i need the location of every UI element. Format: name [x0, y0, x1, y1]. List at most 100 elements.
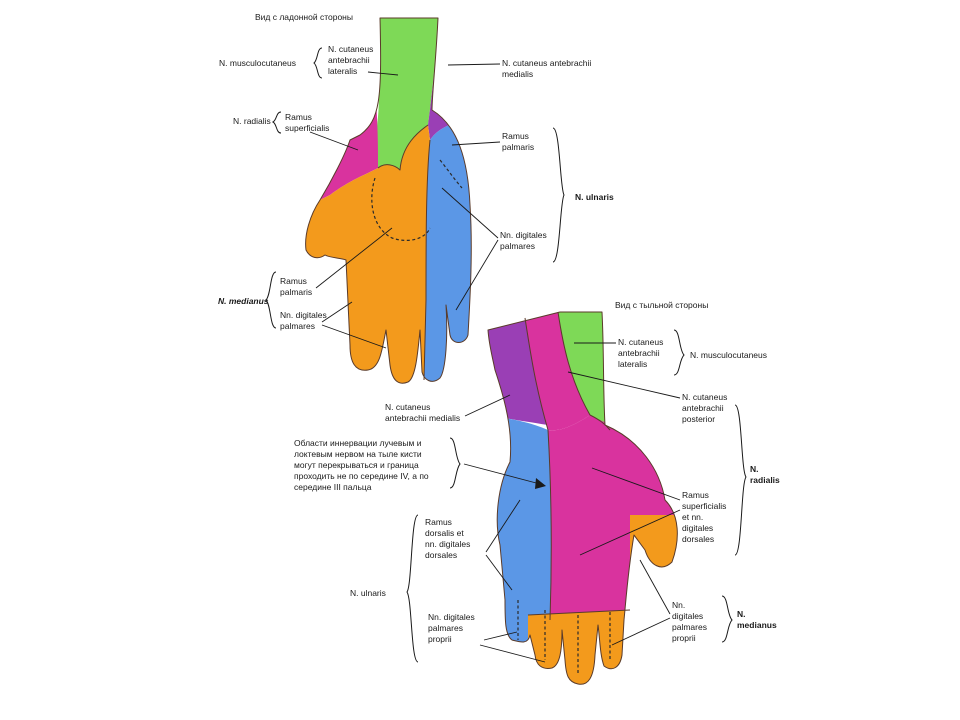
palmar-digitales-med-leader-2 — [321, 324, 387, 349]
dorsal-n-radialis-2: radialis — [750, 475, 780, 485]
palmar-cut-lat-3: lateralis — [328, 66, 357, 76]
dorsal-ramus-sup-leader-1 — [591, 467, 681, 501]
palmar-cut-lat-1: N. cutaneus — [328, 44, 373, 54]
dorsal-cut-post-2: antebrachii — [682, 403, 724, 413]
palmar-digitales-med-1: Nn. digitales — [280, 310, 327, 320]
dorsal-musculocutaneus-bracket — [673, 329, 685, 376]
dorsal-lateral-border — [557, 311, 611, 431]
dorsal-n-musculocutaneus: N. musculocutaneus — [690, 350, 767, 360]
palmar-medianus-bracket — [265, 271, 277, 329]
zone-cutaneus-lateralis-dorsal — [558, 312, 610, 430]
palmar-ramus-palmaris-uln-1: Ramus — [502, 131, 529, 141]
palmar-median-branch-dashed — [371, 177, 431, 241]
dorsal-digitales-med-4: proprii — [672, 633, 696, 643]
palmar-ramus-palmaris-med-leader — [315, 227, 393, 289]
palmar-ulnar-branch-dashed — [439, 159, 463, 189]
dorsal-n-medianus-2: medianus — [737, 620, 777, 630]
dorsal-note-3: могут перекрываться и граница — [294, 460, 419, 470]
dorsal-n-ulnaris: N. ulnaris — [350, 588, 386, 598]
dorsal-note-bracket — [449, 437, 461, 489]
dorsal-ramus-sup-1: Ramus — [682, 490, 709, 500]
dorsal-digitales-med-3: palmares — [672, 622, 707, 632]
dorsal-note-1: Области иннервации лучевым и — [294, 438, 422, 448]
palmar-cut-med-2: medialis — [502, 69, 533, 79]
palmar-radialis-bracket — [271, 111, 282, 134]
palmar-ramus-palmaris-uln-leader — [451, 141, 501, 146]
dorsal-digitales-uln-2: palmares — [428, 623, 463, 633]
dorsal-radialis-bracket — [734, 404, 747, 556]
dorsal-digitales-uln-3: proprii — [428, 634, 452, 644]
palmar-ramus-sup-leader — [309, 131, 359, 151]
dorsal-hand — [487, 311, 678, 685]
dorsal-cut-med-2: antebrachii medialis — [385, 413, 460, 423]
dorsal-fingertip-border — [527, 609, 631, 616]
dorsal-digitales-uln-leader-1 — [483, 631, 518, 641]
palmar-digitales-med-2: palmares — [280, 321, 315, 331]
dorsal-ramus-dorsalis-leader-1 — [485, 499, 521, 553]
palmar-ramus-palmaris-med-1: Ramus — [280, 276, 307, 286]
zone-cutaneus-posterior-dorsal — [525, 312, 590, 431]
zone-medianus-thumb-dorsal — [630, 515, 678, 600]
dorsal-n-medianus-1: N. — [737, 609, 746, 619]
dorsal-ramus-dorsalis-2: dorsalis et — [425, 528, 464, 538]
dorsal-note-arrowhead — [535, 478, 546, 489]
palmar-wrist-border — [377, 124, 429, 171]
palmar-digitales-uln-1: Nn. digitales — [500, 230, 547, 240]
dorsal-note-2: локтевым нервом на тыле кисти — [294, 449, 422, 459]
dorsal-cut-post-leader — [567, 371, 681, 399]
palmar-digitales-uln-2: palmares — [500, 241, 535, 251]
dorsal-ramus-dorsalis-1: Ramus — [425, 517, 452, 527]
palmar-ramus-palmaris-med-2: palmaris — [280, 287, 312, 297]
dorsal-cut-post-1: N. cutaneus — [682, 392, 727, 402]
dorsal-ramus-dorsalis-4: dorsales — [425, 550, 457, 560]
palmar-header: Вид с ладонной стороны — [255, 12, 353, 22]
palmar-musculocutaneus-bracket — [313, 47, 323, 79]
zone-ulnaris-palmar — [424, 120, 472, 384]
dorsal-cut-post-3: posterior — [682, 414, 715, 424]
dorsal-ramus-dorsalis-3: nn. digitales — [425, 539, 470, 549]
palmar-ulnaris-bracket — [552, 127, 565, 263]
zone-ulnaris-tip-dorsal — [500, 615, 528, 685]
dorsal-n-radialis-1: N. — [750, 464, 759, 474]
dorsal-cut-lat-3: lateralis — [618, 359, 647, 369]
palmar-n-ulnaris: N. ulnaris — [575, 192, 614, 202]
palmar-digitales-uln-leader-1 — [441, 187, 499, 239]
dorsal-ramus-sup-3: et nn. — [682, 512, 703, 522]
dorsal-cut-lat-2: antebrachii — [618, 348, 660, 358]
dorsal-cut-med-1: N. cutaneus — [385, 402, 430, 412]
palmar-cut-med-leader — [447, 63, 501, 66]
dorsal-ramus-dorsalis-leader-2 — [485, 554, 513, 591]
dorsal-note-arrow-line — [463, 463, 541, 485]
dorsal-ramus-sup-5: dorsales — [682, 534, 714, 544]
palmar-digitales-med-leader-1 — [321, 301, 353, 323]
dorsal-header: Вид с тыльной стороны — [615, 300, 708, 310]
palmar-median-ulnar-border — [423, 139, 431, 381]
palmar-outline — [305, 17, 472, 384]
dorsal-medianus-bracket — [721, 595, 733, 643]
palmar-n-musculocutaneus: N. musculocutaneus — [219, 58, 296, 68]
palmar-hand — [305, 17, 472, 384]
dorsal-digitales-uln-leader-2 — [479, 644, 546, 663]
palmar-cut-lat-2: antebrachii — [328, 55, 370, 65]
dorsal-cut-med-leader — [464, 394, 511, 417]
dorsal-digitales-med-2: digitales — [672, 611, 703, 621]
palmar-digitales-uln-leader-2 — [455, 239, 499, 311]
zone-medianus-tips-dorsal — [528, 610, 630, 685]
dorsal-note-5: середине III пальца — [294, 482, 372, 492]
palmar-n-medianus: N. medianus — [218, 296, 269, 306]
palmar-ramus-palmaris-uln-2: palmaris — [502, 142, 534, 152]
palmar-ramus-sup-1: Ramus — [285, 112, 312, 122]
palmar-n-radialis: N. radialis — [233, 116, 271, 126]
dorsal-digitales-uln-1: Nn. digitales — [428, 612, 475, 622]
dorsal-ramus-sup-2: superficialis — [682, 501, 726, 511]
dorsal-digitales-med-1: Nn. — [672, 600, 685, 610]
dorsal-outline — [487, 311, 678, 685]
dorsal-digitales-med-leader-1 — [639, 559, 671, 615]
dorsal-ramus-sup-leader-2 — [579, 509, 681, 556]
dorsal-ulnaris-bracket — [406, 514, 419, 663]
dorsal-digitales-med-leader-2 — [611, 617, 671, 646]
dorsal-radial-ulnar-border — [524, 317, 552, 621]
dorsal-ramus-sup-4: digitales — [682, 523, 713, 533]
palmar-ramus-sup-2: superficialis — [285, 123, 329, 133]
